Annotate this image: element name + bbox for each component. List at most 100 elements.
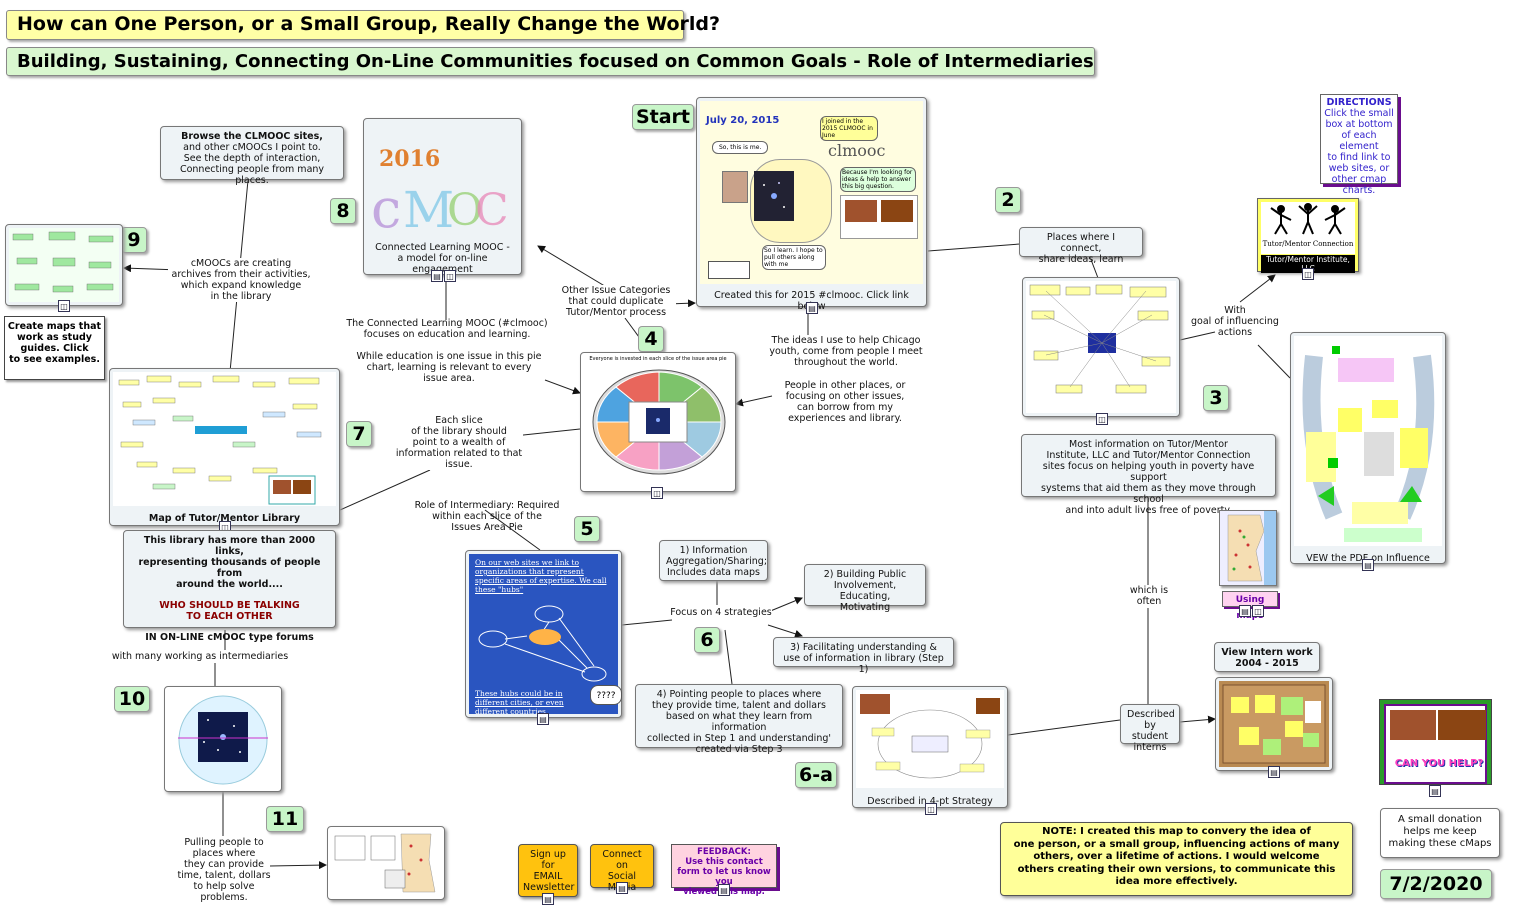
cmooc-2016-image: 2016 c M O C — [367, 122, 518, 242]
study-guides-map-node[interactable] — [5, 224, 123, 306]
start-link-icon[interactable]: ▤ — [806, 302, 818, 314]
start-image: July 20, 2015 I joined in the 2015 CLMOO… — [700, 101, 923, 284]
cmoocs-archives-line-3: which expand knowledge — [180, 280, 302, 291]
pulling-line-5: to help solve — [193, 881, 255, 892]
most-info-line-5: and into adult lives free of poverty. — [1065, 505, 1232, 516]
number-8-badge: 8 — [330, 198, 356, 224]
map-date: 7/2/2020 — [1380, 869, 1492, 899]
start-badge: Start — [632, 104, 694, 130]
directions-title: DIRECTIONS — [1326, 97, 1392, 108]
directions-line-3: of each element — [1339, 130, 1379, 152]
can-you-help-text: CAN YOU HELP? — [1394, 758, 1484, 769]
pulling-line-4: time, talent, dollars — [177, 870, 271, 881]
building-public-line-3: Motivating — [839, 602, 891, 613]
directions-line-2: box at bottom — [1325, 119, 1393, 130]
feedback-link-icon[interactable]: ▤ — [718, 884, 730, 896]
library-map-caption: Map of Tutor/Mentor Library — [148, 513, 301, 524]
using-maps-link-icon[interactable]: ▤ — [1239, 605, 1251, 617]
svg-text:M: M — [403, 181, 454, 239]
info-aggregation-node[interactable]: 1) Information Aggregation/Sharing; Incl… — [659, 540, 768, 581]
ideas-chicago-line-3: throughout the world. — [794, 357, 898, 368]
can-you-help-photo-2 — [1438, 710, 1486, 740]
signup-link-icon[interactable]: ▤ — [542, 893, 554, 905]
education-issue-label: While education is one issue in this pie… — [352, 351, 546, 384]
directions-line-6: other cmap — [1331, 174, 1387, 185]
start-photos — [840, 195, 918, 239]
donation-node[interactable]: A small donation helps me keep making th… — [1380, 808, 1500, 858]
building-public-node[interactable]: 2) Building Public Involvement, Educatin… — [804, 564, 926, 613]
using-maps-map-icon[interactable]: ◫ — [1252, 605, 1264, 617]
issues-pie-chart — [592, 369, 726, 475]
can-you-help-inner: CAN YOU HELP? — [1384, 704, 1487, 784]
each-slice-line-1: Each slice — [435, 415, 483, 426]
galaxy-node[interactable] — [164, 686, 282, 792]
places-map-node[interactable] — [1022, 277, 1180, 417]
signup-line-1: Sign up — [530, 849, 566, 860]
intern-work-link-icon[interactable]: ▤ — [1268, 766, 1280, 778]
directions-line-1: Click the small — [1324, 108, 1394, 119]
create-maps-line-4: to see examples. — [9, 354, 100, 365]
facilitating-line-1: 3) Facilitating understanding & — [790, 642, 937, 653]
feedback-line-1: FEEDBACK: — [697, 847, 751, 857]
donation-link-icon[interactable]: ▤ — [1429, 785, 1441, 797]
influencing-line-1: With — [1224, 305, 1246, 316]
four-pt-link-icon[interactable]: ◫ — [925, 803, 937, 815]
other-issues-line-1: Other Issue Categories — [561, 285, 671, 296]
described-by-interns-node[interactable]: Described by student interns — [1120, 704, 1180, 753]
social-line-1: Connect on — [602, 849, 642, 871]
can-you-help-image[interactable]: CAN YOU HELP? — [1379, 699, 1492, 785]
start-node[interactable]: July 20, 2015 I joined in the 2015 CLMOO… — [696, 97, 927, 312]
cmooc-map-icon[interactable]: ◫ — [444, 270, 456, 282]
view-intern-node[interactable]: View Intern work 2004 - 2015 — [1214, 642, 1320, 672]
study-guides-link-icon[interactable]: ◫ — [58, 300, 70, 312]
chicago-map-image[interactable] — [1219, 510, 1277, 586]
number-7-badge: 7 — [346, 421, 372, 447]
role-line-1: Role of Intermediary: Required — [414, 500, 560, 511]
influencing-label: With goal of influencing actions — [1186, 305, 1284, 338]
each-slice-line-5: issue. — [445, 459, 473, 470]
browse-clmooc-node[interactable]: Browse the CLMOOC sites, and other cMOOC… — [160, 126, 344, 186]
library-map-node[interactable]: Map of Tutor/Mentor Library — [109, 368, 340, 526]
influence-pdf-node[interactable]: VEW the PDF on Influence — [1290, 332, 1446, 564]
most-info-line-2: Institute, LLC and Tutor/Mentor Connecti… — [1046, 450, 1251, 461]
cmooc-logo-icon: 2016 c M O C — [371, 146, 509, 240]
start-bubble-because: Because I'm looking for ideas & help to … — [840, 167, 916, 192]
four-pt-strategy-node[interactable]: Described in 4-pt Strategy — [852, 686, 1008, 808]
cmooc-link-icon[interactable]: ▤ — [431, 270, 443, 282]
connect-social-media-button[interactable]: Connect on Social Media — [590, 844, 654, 893]
create-maps-line-2: work as study — [17, 332, 92, 343]
places-node[interactable]: Places where I connect, share ideas, lea… — [1019, 227, 1143, 265]
intern-work-node[interactable] — [1215, 677, 1333, 771]
most-info-node[interactable]: Most information on Tutor/Mentor Institu… — [1021, 434, 1276, 516]
directions-line-4: to find link to — [1327, 152, 1391, 163]
pointing-people-node[interactable]: 4) Pointing people to places where they … — [635, 684, 843, 755]
who-should-line-2: TO EACH OTHER — [186, 611, 273, 622]
info-agg-line-3: Includes data maps — [666, 567, 761, 578]
online-forums-text: IN ON-LINE cMOOC type forums — [145, 632, 314, 643]
influence-pdf-link-icon[interactable]: ▤ — [1362, 559, 1374, 571]
map-subtitle: Building, Sustaining, Connecting On-Line… — [6, 47, 1095, 76]
library-has-node[interactable]: This library has more than 2000 links, r… — [123, 530, 336, 643]
issues-pie-node[interactable]: Everyone is invested in each slice of th… — [580, 352, 736, 492]
four-pt-caption: Described in 4-pt Strategy — [867, 796, 993, 807]
pie-title: Everyone is invested in each slice of th… — [589, 356, 727, 362]
places-to-help-node[interactable] — [327, 826, 445, 900]
building-public-line-2: Involvement, Educating, — [833, 580, 897, 602]
social-link-icon[interactable]: ▤ — [616, 882, 628, 894]
tutor-mentor-logo-node[interactable]: Tutor/Mentor Connection Tutor/Mentor Ins… — [1257, 198, 1359, 273]
places-map-link-icon[interactable]: ◫ — [1096, 413, 1108, 425]
signup-line-2: for — [541, 860, 555, 871]
number-2-badge: 2 — [995, 187, 1021, 213]
pie-link-icon[interactable]: ◫ — [651, 487, 663, 499]
hubs-link-icon[interactable]: ▤ — [537, 713, 549, 725]
facilitating-node[interactable]: 3) Facilitating understanding & use of i… — [773, 637, 954, 675]
hubs-question-bubble: ???? — [590, 685, 622, 705]
create-maps-line-1: Create maps that — [7, 321, 102, 332]
tutor-mentor-logo: Tutor/Mentor Connection — [1261, 202, 1355, 254]
feedback-form-button[interactable]: FEEDBACK: Use this contact form to let u… — [671, 844, 777, 897]
email-newsletter-signup-button[interactable]: Sign up for EMAIL Newsletter — [518, 844, 578, 897]
influencing-line-2: goal of influencing — [1191, 316, 1279, 327]
places-map-thumbnail — [1026, 281, 1176, 413]
cmooc-2016-node[interactable]: 2016 c M O C Connected Learning MOOC - a… — [363, 118, 522, 275]
tm-logo-link-icon[interactable]: ◫ — [1302, 268, 1314, 280]
